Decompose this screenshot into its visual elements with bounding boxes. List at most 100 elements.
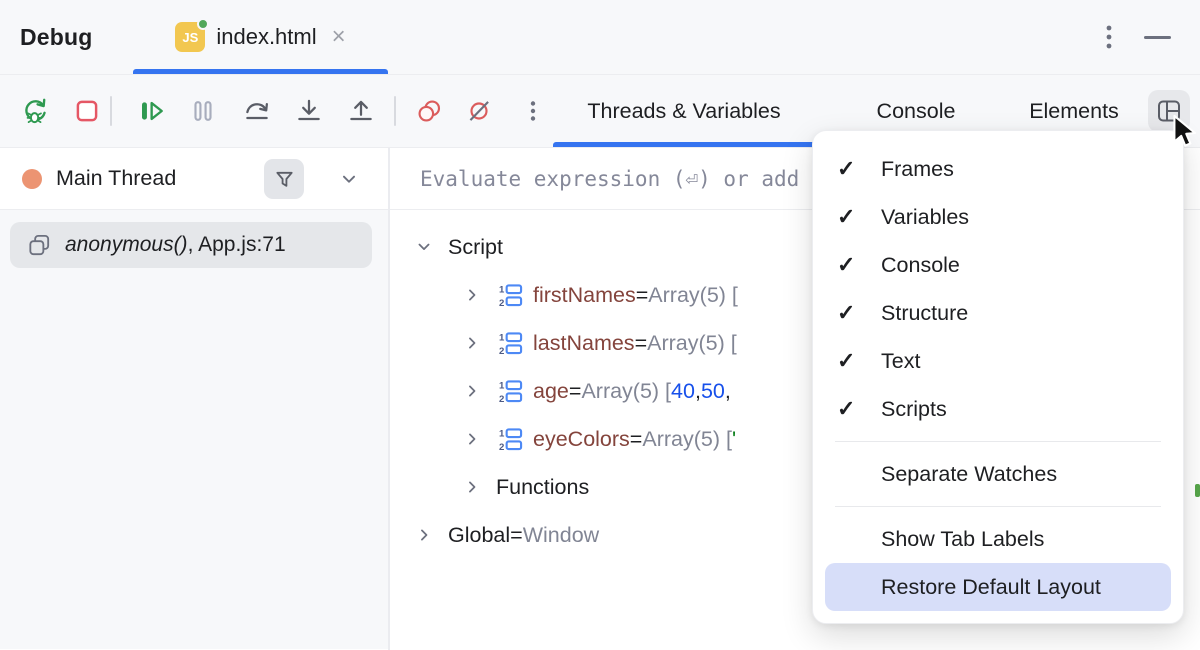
tree-token: ,: [694, 378, 701, 403]
filter-button[interactable]: [264, 159, 304, 199]
menu-item-label: Separate Watches: [881, 461, 1058, 486]
scrollbar-error-stripe-mark: [1195, 484, 1200, 497]
tree-token: Window: [522, 522, 600, 547]
thread-selector-row[interactable]: Main Thread: [0, 148, 388, 210]
chevron-right-icon[interactable]: [460, 427, 484, 451]
menu-item-separate-watches[interactable]: Separate Watches: [825, 450, 1171, 498]
tree-token: Array(5) [: [647, 330, 737, 355]
stack-frame-item[interactable]: anonymous(), App.js:71: [10, 222, 372, 268]
menu-item-label: Scripts: [881, 396, 947, 421]
chevron-right-icon[interactable]: [460, 331, 484, 355]
tab-index-html[interactable]: JS index.html ×: [133, 0, 388, 74]
menu-item-label: Console: [881, 252, 960, 277]
tree-token: Array(5) [: [648, 282, 738, 307]
tree-token: =: [635, 282, 649, 307]
checkmark-icon: ✓: [837, 348, 856, 373]
toolbar-separator: [110, 96, 112, 126]
tree-token: ,: [724, 378, 731, 403]
menu-item-console[interactable]: ✓ Console: [825, 241, 1171, 289]
svg-text:1: 1: [498, 284, 504, 295]
debug-toolbar: Threads & Variables Console Elements: [0, 75, 1200, 148]
checkmark-icon: ✓: [837, 300, 856, 325]
tree-row-firstNames[interactable]: 1 2 firstNames = Array(5) [: [390, 271, 1200, 319]
tree-token: eyeColors: [533, 426, 630, 451]
menu-item-label: Show Tab Labels: [881, 526, 1045, 551]
tree-row-script[interactable]: Script: [390, 223, 1200, 271]
titlebar: Debug JS index.html ×: [0, 0, 1200, 75]
checkmark-icon: ✓: [837, 396, 856, 421]
menu-item-variables[interactable]: ✓Variables: [825, 193, 1171, 241]
rerun-debug-icon[interactable]: [14, 90, 56, 132]
svg-text:2: 2: [498, 394, 503, 404]
frames-list: anonymous(), App.js:71: [0, 210, 388, 649]
tree-token: firstNames: [533, 282, 636, 307]
svg-text:1: 1: [498, 380, 504, 391]
view-breakpoints-icon[interactable]: [408, 90, 450, 132]
tree-token: Array(5) [: [581, 378, 672, 403]
tree-token: age: [533, 378, 569, 403]
thread-status-dot: [22, 169, 42, 189]
tree-row-global[interactable]: Global = Window: [390, 511, 1200, 559]
checkmark-icon: ✓: [837, 156, 856, 181]
tree-token: =: [634, 330, 648, 355]
pause-icon[interactable]: [182, 90, 224, 132]
chevron-right-icon[interactable]: [460, 379, 484, 403]
menu-item-scripts[interactable]: ✓ Scripts: [825, 385, 1171, 433]
filter-icon: [275, 171, 293, 187]
svg-text:2: 2: [498, 442, 503, 452]
menu-item-restore-default-layout[interactable]: Restore Default Layout: [825, 563, 1171, 611]
more-vertical-icon[interactable]: [1094, 17, 1124, 57]
menu-item-structure[interactable]: ✓Structure: [825, 289, 1171, 337]
step-into-icon[interactable]: [288, 90, 330, 132]
svg-text:1: 1: [498, 332, 504, 343]
tab-threads-variables[interactable]: Threads & Variables: [587, 98, 781, 123]
more-options-icon[interactable]: [512, 90, 554, 132]
tree-token: =: [510, 522, 523, 547]
tree-token: Functions: [496, 474, 590, 499]
frames-panel: Main Thread: [0, 148, 388, 650]
chevron-right-icon[interactable]: [460, 283, 484, 307]
svg-text:2: 2: [498, 298, 503, 308]
step-out-icon[interactable]: [340, 90, 382, 132]
thread-label: Main Thread: [56, 166, 177, 190]
tree-token: 40: [671, 378, 695, 403]
toolbar-separator: [394, 96, 396, 126]
tree-row-functions[interactable]: Functions: [390, 463, 1200, 511]
active-tab-indicator: [133, 69, 388, 74]
menu-separator: [835, 441, 1161, 442]
tree-token: Script: [448, 234, 503, 259]
active-view-tab-indicator: [553, 142, 815, 147]
menu-item-frames[interactable]: ✓Frames: [825, 145, 1171, 193]
stop-icon[interactable]: [66, 90, 108, 132]
tab-elements[interactable]: Elements: [1029, 98, 1119, 123]
tree-token: Array(5) [: [642, 426, 732, 451]
minimize-icon[interactable]: [1144, 36, 1171, 39]
mute-breakpoints-icon[interactable]: [458, 90, 500, 132]
chevron-down-icon[interactable]: [412, 235, 436, 259]
svg-text:1: 1: [498, 428, 504, 439]
mouse-cursor: [1170, 114, 1200, 150]
resume-icon[interactable]: [130, 90, 172, 132]
menu-item-text[interactable]: ✓Text: [825, 337, 1171, 385]
chevron-down-icon[interactable]: [336, 166, 362, 192]
tree-token: ': [731, 426, 737, 451]
tree-row-eyeColors[interactable]: 1 2 eyeColors = Array(5) [': [390, 415, 1200, 463]
menu-item-show-tab-labels[interactable]: Show Tab Labels: [825, 515, 1171, 563]
running-indicator-dot: [197, 18, 210, 30]
close-icon[interactable]: ×: [331, 23, 346, 50]
panel-divider[interactable]: [388, 148, 390, 650]
svg-text:2: 2: [498, 346, 503, 356]
tree-token: =: [629, 426, 643, 451]
layout-settings-icon: [1158, 100, 1180, 122]
chevron-right-icon[interactable]: [460, 475, 484, 499]
step-over-icon[interactable]: [236, 90, 278, 132]
chevron-right-icon[interactable]: [412, 523, 436, 547]
tab-console[interactable]: Console: [876, 98, 956, 123]
checkmark-icon: ✓: [837, 252, 856, 277]
frame-location: , App.js:71: [187, 233, 286, 256]
